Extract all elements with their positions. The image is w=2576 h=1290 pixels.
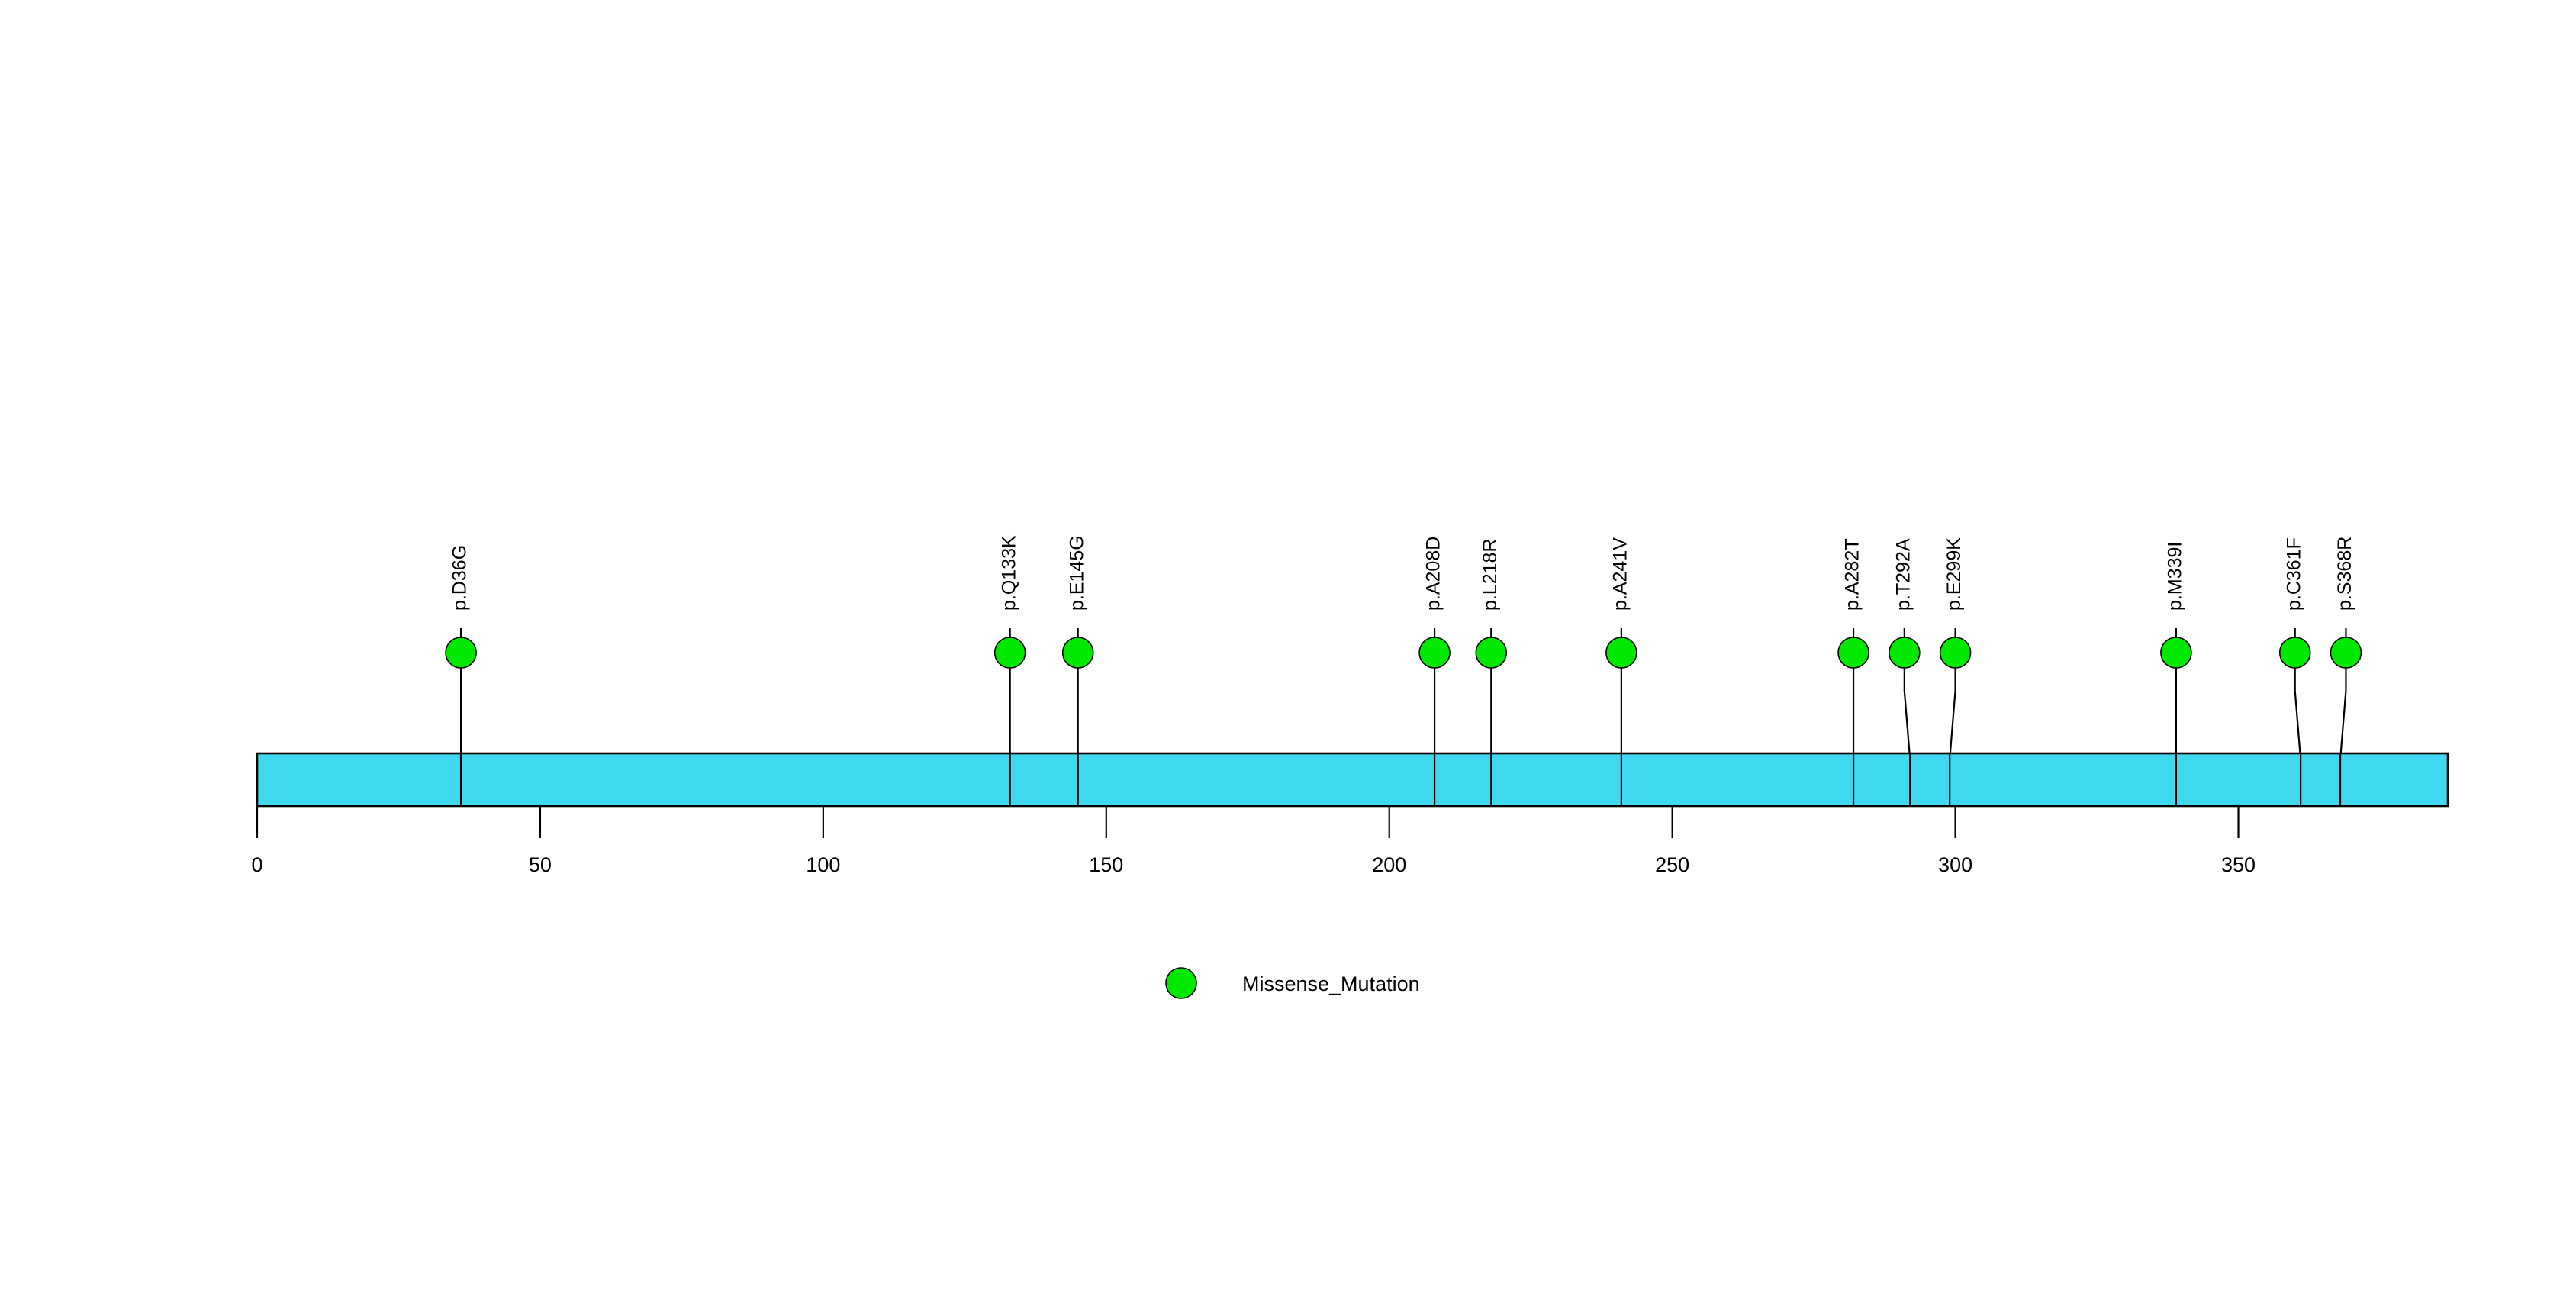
mutation-label: p.T292A (1892, 538, 1914, 611)
mutation-label: p.S368R (2334, 537, 2355, 611)
legend-entry-label: Missense_Mutation (1242, 972, 1420, 995)
axis-tick-label: 150 (1089, 853, 1123, 876)
mutation-marker-pL218R[interactable] (1475, 637, 1508, 669)
axis-tick-labels-group: 0 50 100 150 200 250 300 350 (251, 853, 2256, 876)
mutation-marker-pA208D[interactable] (1418, 637, 1451, 669)
position-axis-group: 0 50 100 150 200 250 300 350 (251, 806, 2256, 876)
mutation-markers-group (445, 637, 2362, 669)
legend-group: Missense_Mutation (1165, 967, 1420, 999)
mutation-marker-pS368R[interactable] (2330, 637, 2362, 669)
protein-backbone-rect[interactable] (256, 752, 2449, 808)
mutation-label: p.E145G (1066, 535, 1087, 611)
protein-bar-group (256, 752, 2449, 808)
mutation-marker-pD36G[interactable] (445, 637, 477, 669)
axis-tick-label: 50 (529, 853, 552, 876)
axis-tick-label: 200 (1372, 853, 1406, 876)
axis-tick-label: 350 (2221, 853, 2256, 876)
mutation-label: p.A241V (1609, 537, 1631, 611)
axis-tick-label: 100 (806, 853, 840, 876)
mutation-label: p.C361F (2283, 537, 2304, 611)
mutation-marker-pM339I[interactable] (2160, 637, 2192, 669)
mutation-label: p.D36G (449, 545, 471, 611)
axis-tick-label: 250 (1655, 853, 1689, 876)
mutation-label: p.Q133K (998, 535, 1019, 611)
mutation-labels-group: p.D36G p.Q133K p.E145G p.A208D p.L218R p.A241… (449, 535, 2355, 611)
mutation-marker-pA241V[interactable] (1605, 637, 1637, 669)
mutation-marker-pT292A[interactable] (1889, 637, 1921, 669)
axis-tick-label: 300 (1938, 853, 1972, 876)
mutation-label: p.L218R (1480, 538, 1501, 611)
axis-tick-label: 0 (251, 853, 262, 876)
axis-ticks-group (256, 806, 2240, 838)
mutation-marker-pE299K[interactable] (1939, 637, 1972, 669)
mutation-marker-pQ133K[interactable] (993, 637, 1026, 669)
legend-marker-icon (1165, 967, 1197, 999)
mutation-marker-pE145G[interactable] (1061, 637, 1094, 669)
mutation-label: p.M339I (2165, 542, 2186, 611)
mutation-label: p.A282T (1842, 538, 1863, 611)
mutation-label: p.A208D (1423, 537, 1444, 611)
mutation-label: p.E299K (1943, 537, 1965, 611)
mutation-marker-pA282T[interactable] (1837, 637, 1869, 669)
mutation-marker-pC361F[interactable] (2278, 637, 2311, 669)
protein-domain-dividers (459, 753, 2342, 806)
